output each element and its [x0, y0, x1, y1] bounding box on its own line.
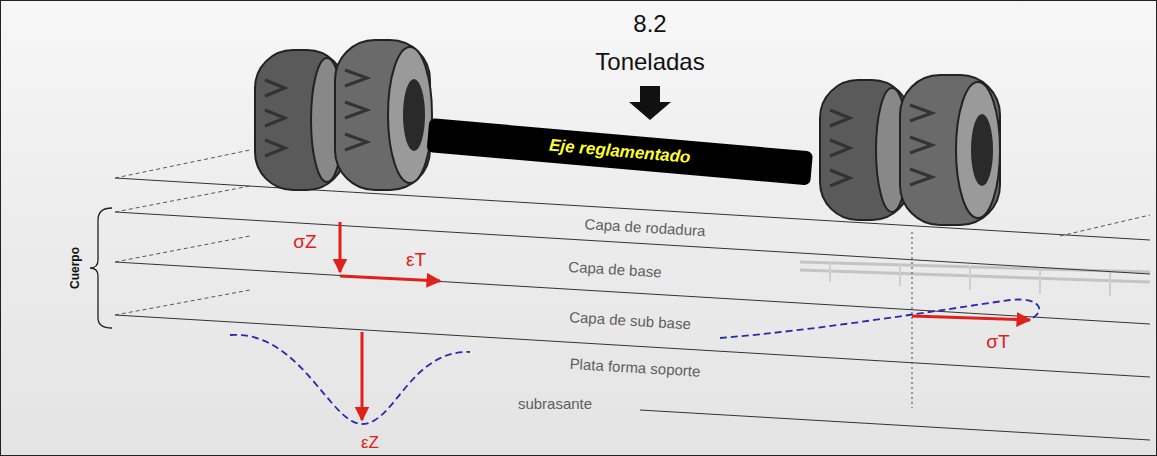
layer-name: Capa de base: [568, 259, 662, 281]
axle-label: Eje reglamentado: [548, 136, 691, 168]
load-value: 8.2: [633, 11, 666, 37]
stress-arrows: [340, 222, 1030, 420]
vertical-strain: εZ: [361, 434, 379, 453]
guardrail-posts: [830, 262, 1110, 296]
layer-lines: [115, 178, 1150, 440]
load-axis: [912, 232, 913, 408]
body-bracket: [90, 208, 112, 328]
layer-name: Capa de rodadura: [584, 216, 706, 240]
vertical-stress: σZ: [293, 232, 316, 253]
layer-name: Plata forma soporte: [569, 356, 701, 380]
layer-name: Capa de sub base: [569, 309, 692, 333]
body-label: Cuerpo: [69, 247, 82, 289]
load-arrow: [629, 86, 671, 120]
axle-bar: Eje reglamentado: [427, 118, 813, 185]
guardrail: [800, 262, 1150, 282]
deflection-bowl: [230, 335, 470, 424]
tensile-stress: σT: [986, 332, 1009, 353]
layer-name: subrasante: [518, 396, 592, 413]
tensile-strain: εT: [406, 250, 426, 271]
load-unit: Toneladas: [595, 49, 704, 75]
tires: [255, 40, 1000, 225]
